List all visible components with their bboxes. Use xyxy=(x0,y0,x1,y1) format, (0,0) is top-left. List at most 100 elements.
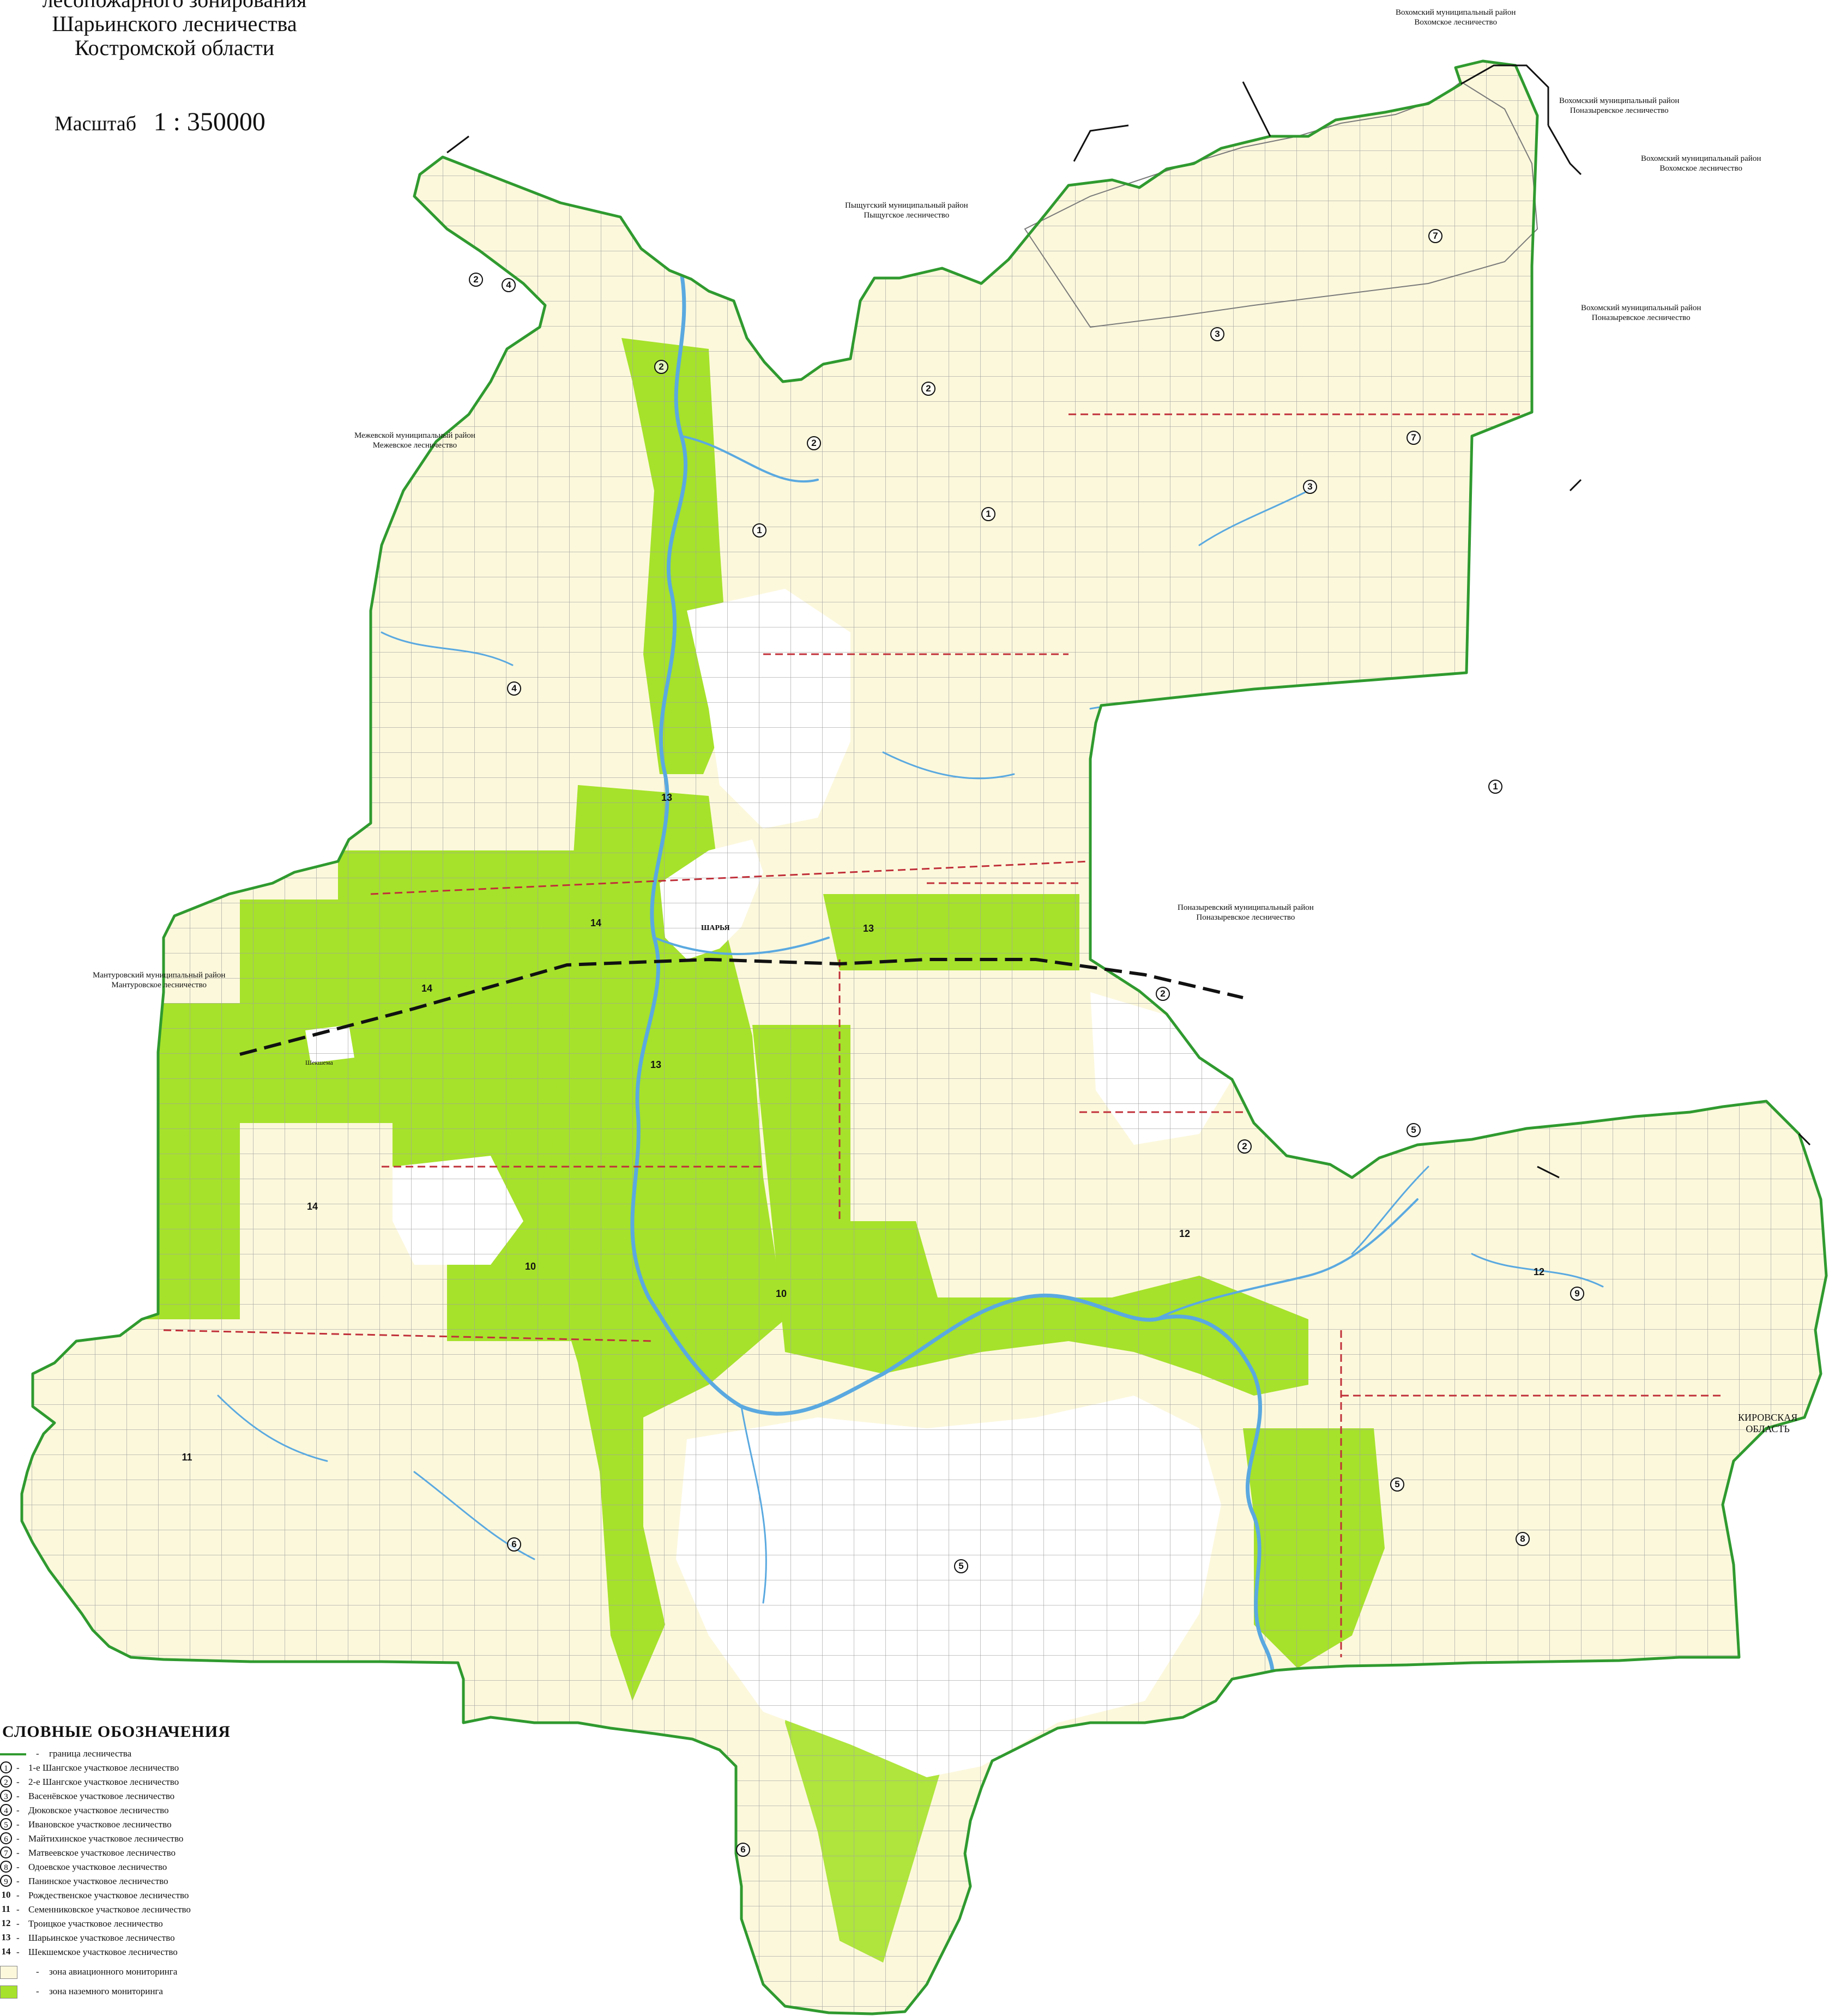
district-marker: 12 xyxy=(1179,1228,1191,1239)
district-name: Васенёвское участковое лесничество xyxy=(28,1791,175,1801)
district-number-symbol: 8 xyxy=(0,1861,12,1873)
district-marker: 9 xyxy=(1570,1287,1584,1301)
legend-item-district: 14-Шекшемское участковое лесничество xyxy=(0,1945,305,1959)
district-marker: 13 xyxy=(661,792,673,803)
legend-boundary: - граница лесничества xyxy=(0,1747,305,1761)
legend-ground-zone: - зона наземного мониторинга xyxy=(0,1984,305,1999)
district-name: 2-е Шангское участковое лесничество xyxy=(28,1777,179,1787)
district-borders xyxy=(163,413,1723,1657)
legend-item-district: 10-Рождественское участковое лесничество xyxy=(0,1888,305,1903)
district-marker: 10 xyxy=(524,1261,536,1272)
district-marker: 14 xyxy=(421,983,433,994)
legend-title: СЛОВНЫЕ ОБОЗНАЧЕНИЯ xyxy=(2,1723,231,1741)
district-number-symbol: 13 xyxy=(0,1932,12,1943)
admin-boundaries xyxy=(446,64,1811,1179)
district-marker: 1 xyxy=(981,507,995,521)
district-number-symbol: 2 xyxy=(0,1776,12,1788)
district-name: Шекшемское участковое лесничество xyxy=(28,1947,178,1957)
place-sharya: ШАРЬЯ xyxy=(701,924,730,932)
district-marker: 2 xyxy=(654,360,668,374)
ground-zone-swatch xyxy=(0,1985,17,1999)
district-marker: 2 xyxy=(807,436,821,450)
district-marker: 12 xyxy=(1533,1266,1545,1277)
legend-item-district: 2-2-е Шангское участковое лесничество xyxy=(0,1775,305,1789)
legend-item-district: 8-Одоевское участковое лесничество xyxy=(0,1860,305,1874)
legend-item-district: 5-Ивановское участковое лесничество xyxy=(0,1818,305,1832)
title-line-2: Шарьинского лесничества xyxy=(52,11,297,36)
legend-item-district: 6-Майтихинское участковое лесничество xyxy=(0,1832,305,1846)
district-marker: 5 xyxy=(954,1559,968,1573)
district-marker: 7 xyxy=(1428,229,1442,243)
district-marker: 7 xyxy=(1407,431,1421,445)
place-shekshema: Шекшема xyxy=(305,1059,333,1066)
district-marker: 6 xyxy=(507,1537,521,1552)
district-number-symbol: 10 xyxy=(0,1889,12,1901)
district-number-symbol: 14 xyxy=(0,1946,12,1958)
district-number-symbol: 12 xyxy=(0,1917,12,1929)
district-number-symbol: 5 xyxy=(0,1818,12,1830)
district-name: Троицкое участковое лесничество xyxy=(28,1918,163,1929)
district-name: Одоевское участковое лесничество xyxy=(28,1862,167,1872)
district-marker: 3 xyxy=(1210,327,1224,341)
legend-item-district: 9-Панинское участковое лесничество xyxy=(0,1874,305,1888)
forestry-boundary xyxy=(20,59,1828,2015)
aviation-zone-swatch xyxy=(0,1966,17,1979)
legend-item-district: 7-Матвеевское участковое лесничество xyxy=(0,1846,305,1860)
district-name: Майтихинское участковое лесничество xyxy=(28,1833,184,1844)
district-number-symbol: 11 xyxy=(0,1903,12,1915)
legend-aviation-zone: - зона авиационного мониторинга xyxy=(0,1965,305,1979)
district-marker: 11 xyxy=(182,1452,192,1463)
district-marker: 3 xyxy=(1303,480,1317,494)
district-marker: 4 xyxy=(502,278,516,292)
district-marker: 2 xyxy=(921,382,935,396)
legend-item-district: 13-Шарьинское участковое лесничество xyxy=(0,1931,305,1945)
district-marker: 8 xyxy=(1516,1532,1530,1546)
title-line-1: лесопожарного зонирования xyxy=(0,0,349,12)
district-name: Матвеевское участковое лесничество xyxy=(28,1848,176,1858)
district-number-symbol: 1 xyxy=(0,1761,12,1773)
district-name: Семенниковское участковое лесничество xyxy=(28,1904,191,1915)
district-number-symbol: 7 xyxy=(0,1846,12,1858)
district-marker: 2 xyxy=(469,273,483,287)
legend: СЛОВНЫЕ ОБОЗНАЧЕНИЯ - граница лесничеств… xyxy=(0,1723,305,1999)
legend-item-district: 12-Троицкое участковое лесничество xyxy=(0,1917,305,1931)
boundary-line-symbol xyxy=(0,1753,26,1755)
district-name: Рождественское участковое лесничество xyxy=(28,1890,189,1900)
district-marker: 6 xyxy=(736,1843,750,1857)
railway xyxy=(239,957,1244,1056)
legend-item-district: 3-Васенёвское участковое лесничество xyxy=(0,1789,305,1803)
district-marker: 1 xyxy=(752,523,766,538)
district-name: Шарьинское участковое лесничество xyxy=(28,1933,175,1943)
district-name: Ивановское участковое лесничество xyxy=(28,1819,172,1830)
district-number-symbol: 9 xyxy=(0,1875,12,1887)
district-number-symbol: 6 xyxy=(0,1832,12,1844)
legend-item-district: 11-Семенниковское участковое лесничество xyxy=(0,1903,305,1917)
title-line-3: Костромской области xyxy=(74,35,275,60)
district-marker: 14 xyxy=(306,1201,318,1212)
legend-item-district: 4-Дюковское участковое лесничество xyxy=(0,1803,305,1818)
district-marker: 5 xyxy=(1407,1123,1421,1137)
district-name: Дюковское участковое лесничество xyxy=(28,1805,169,1815)
district-number-symbol: 4 xyxy=(0,1804,12,1816)
map-scale: Масштаб 1 : 350000 xyxy=(55,107,265,137)
scale-label: Масштаб xyxy=(55,112,137,135)
district-marker: 2 xyxy=(1156,987,1170,1001)
district-name: 1-е Шангское участковое лесничество xyxy=(28,1763,179,1773)
district-marker: 13 xyxy=(862,923,874,934)
northeast-hatched-area xyxy=(1024,81,1538,328)
district-marker: 13 xyxy=(650,1059,662,1070)
district-marker: 1 xyxy=(1488,780,1502,794)
district-marker: 5 xyxy=(1390,1477,1404,1492)
legend-item-district: 1-1-е Шангское участковое лесничество xyxy=(0,1761,305,1775)
